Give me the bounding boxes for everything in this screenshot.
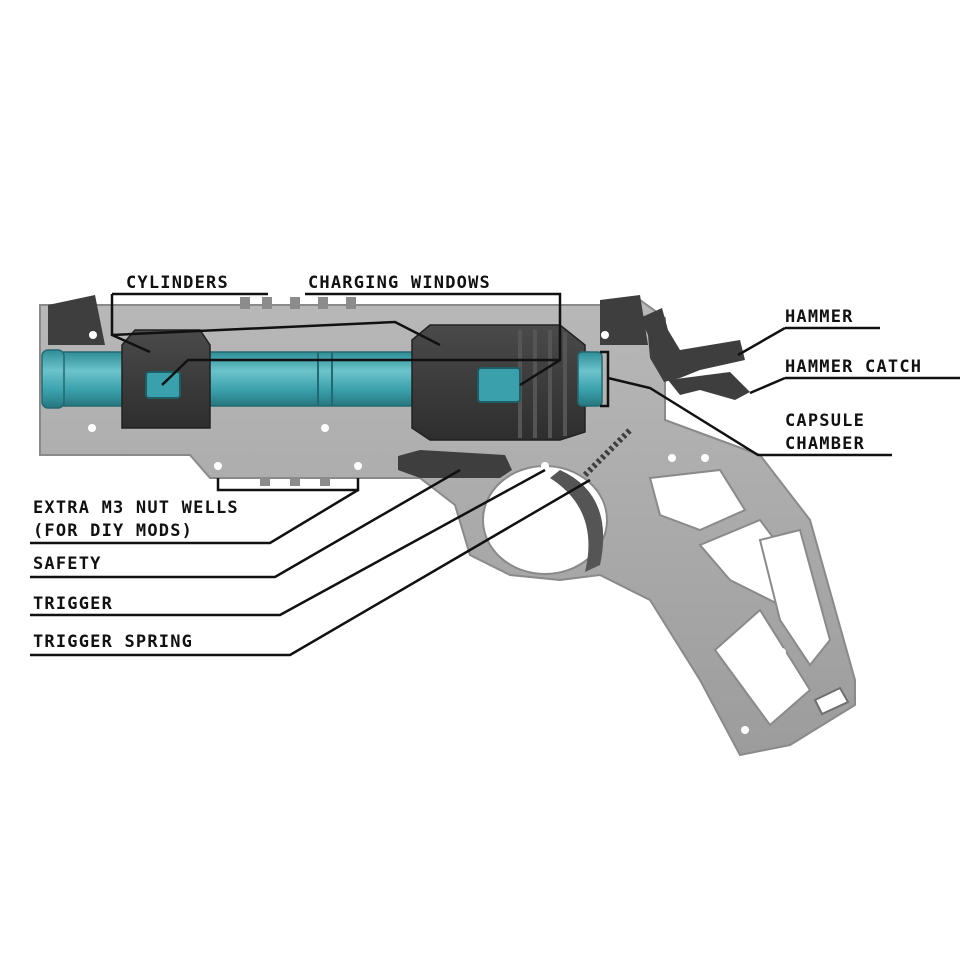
label-trigger: TRIGGER	[33, 593, 113, 616]
label-nut-wells: EXTRA M3 NUT WELLS (FOR DIY MODS)	[33, 497, 239, 543]
label-charging-windows: CHARGING WINDOWS	[308, 272, 491, 295]
label-hammer-catch: HAMMER CATCH	[785, 356, 922, 379]
label-capsule-chamber: CAPSULE CHAMBER	[785, 410, 865, 456]
label-cylinders: CYLINDERS	[126, 272, 229, 295]
capsule-chamber-part	[578, 352, 602, 406]
label-trigger-spring: TRIGGER SPRING	[33, 631, 193, 654]
label-safety: SAFETY	[33, 553, 102, 576]
label-hammer: HAMMER	[785, 306, 854, 329]
